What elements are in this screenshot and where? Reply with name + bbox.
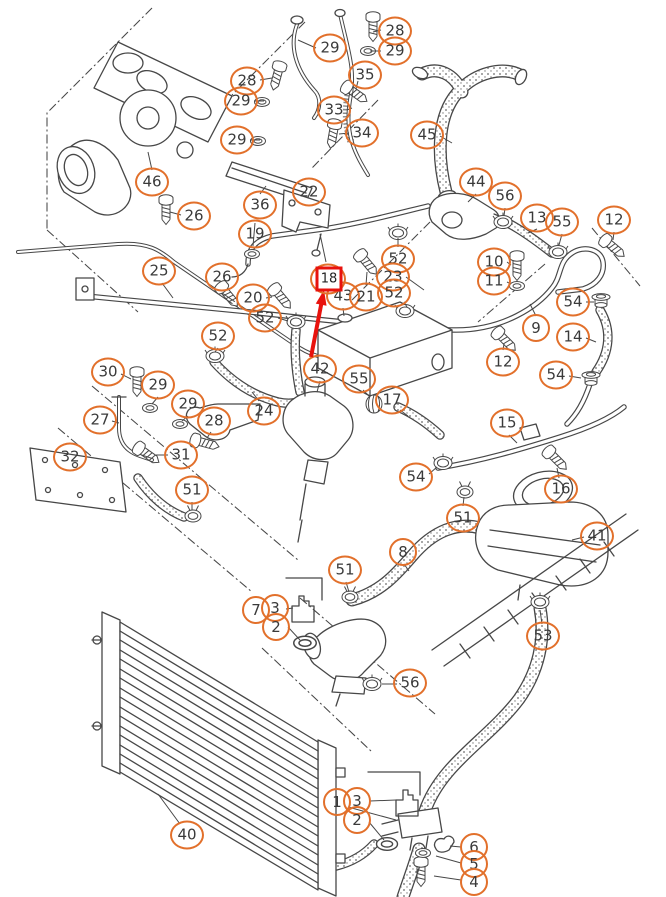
callout-26[interactable]: 26 — [177, 201, 211, 231]
callout-52[interactable]: 52 — [248, 303, 282, 333]
callout-55[interactable]: 55 — [545, 207, 579, 237]
callout-45[interactable]: 45 — [410, 120, 444, 150]
callout-53[interactable]: 53 — [526, 621, 560, 651]
callout-54[interactable]: 54 — [399, 462, 433, 492]
callout-41[interactable]: 41 — [580, 521, 614, 551]
callout-42[interactable]: 42 — [303, 354, 337, 384]
callout-16[interactable]: 16 — [544, 474, 578, 504]
callout-14[interactable]: 14 — [556, 322, 590, 352]
callout-15[interactable]: 15 — [490, 408, 524, 438]
callout-22[interactable]: 22 — [292, 177, 326, 207]
callout-24[interactable]: 24 — [247, 396, 281, 426]
turbocharger — [56, 41, 233, 216]
hose-tee-and-sensor — [367, 771, 455, 853]
callout-32[interactable]: 32 — [53, 442, 87, 472]
callout-9[interactable]: 9 — [522, 314, 550, 342]
callout-56[interactable]: 56 — [393, 668, 427, 698]
oil-cooler — [317, 301, 453, 397]
highlight-ellipse — [310, 263, 346, 295]
callout-51[interactable]: 51 — [446, 503, 480, 533]
callout-17[interactable]: 17 — [375, 385, 409, 415]
callout-33[interactable]: 33 — [317, 95, 351, 125]
callout-8[interactable]: 8 — [389, 538, 417, 566]
callout-36[interactable]: 36 — [243, 190, 277, 220]
callout-40[interactable]: 40 — [170, 820, 204, 850]
callout-12[interactable]: 12 — [597, 205, 631, 235]
callout-26[interactable]: 26 — [205, 262, 239, 292]
brackets — [29, 161, 331, 513]
callout-2[interactable]: 2 — [262, 613, 290, 641]
callout-35[interactable]: 35 — [348, 60, 382, 90]
callout-51[interactable]: 51 — [175, 475, 209, 505]
callout-29[interactable]: 29 — [313, 33, 347, 63]
callout-12[interactable]: 12 — [486, 347, 520, 377]
callout-54[interactable]: 54 — [556, 287, 590, 317]
callout-29[interactable]: 29 — [220, 125, 254, 155]
callout-52[interactable]: 52 — [377, 278, 411, 308]
radiator — [91, 611, 346, 897]
callout-46[interactable]: 46 — [135, 167, 169, 197]
callout-19[interactable]: 19 — [238, 219, 272, 249]
callout-28[interactable]: 28 — [197, 406, 231, 436]
callout-29[interactable]: 29 — [378, 36, 412, 66]
highlight-box[interactable]: 18 — [315, 266, 343, 292]
callout-44[interactable]: 44 — [459, 167, 493, 197]
callout-51[interactable]: 51 — [328, 555, 362, 585]
callout-29[interactable]: 29 — [141, 370, 175, 400]
callout-2[interactable]: 2 — [343, 806, 371, 834]
callout-29[interactable]: 29 — [224, 86, 258, 116]
callout-55[interactable]: 55 — [342, 364, 376, 394]
callout-54[interactable]: 54 — [539, 360, 573, 390]
callout-29[interactable]: 29 — [171, 389, 205, 419]
callout-56[interactable]: 56 — [488, 181, 522, 211]
callout-30[interactable]: 30 — [91, 357, 125, 387]
callout-4[interactable]: 4 — [460, 868, 488, 896]
callout-34[interactable]: 34 — [345, 118, 379, 148]
callout-52[interactable]: 52 — [201, 321, 235, 351]
callout-31[interactable]: 31 — [164, 440, 198, 470]
callout-27[interactable]: 27 — [83, 405, 117, 435]
callout-11[interactable]: 11 — [477, 266, 511, 296]
callout-25[interactable]: 25 — [142, 256, 176, 286]
